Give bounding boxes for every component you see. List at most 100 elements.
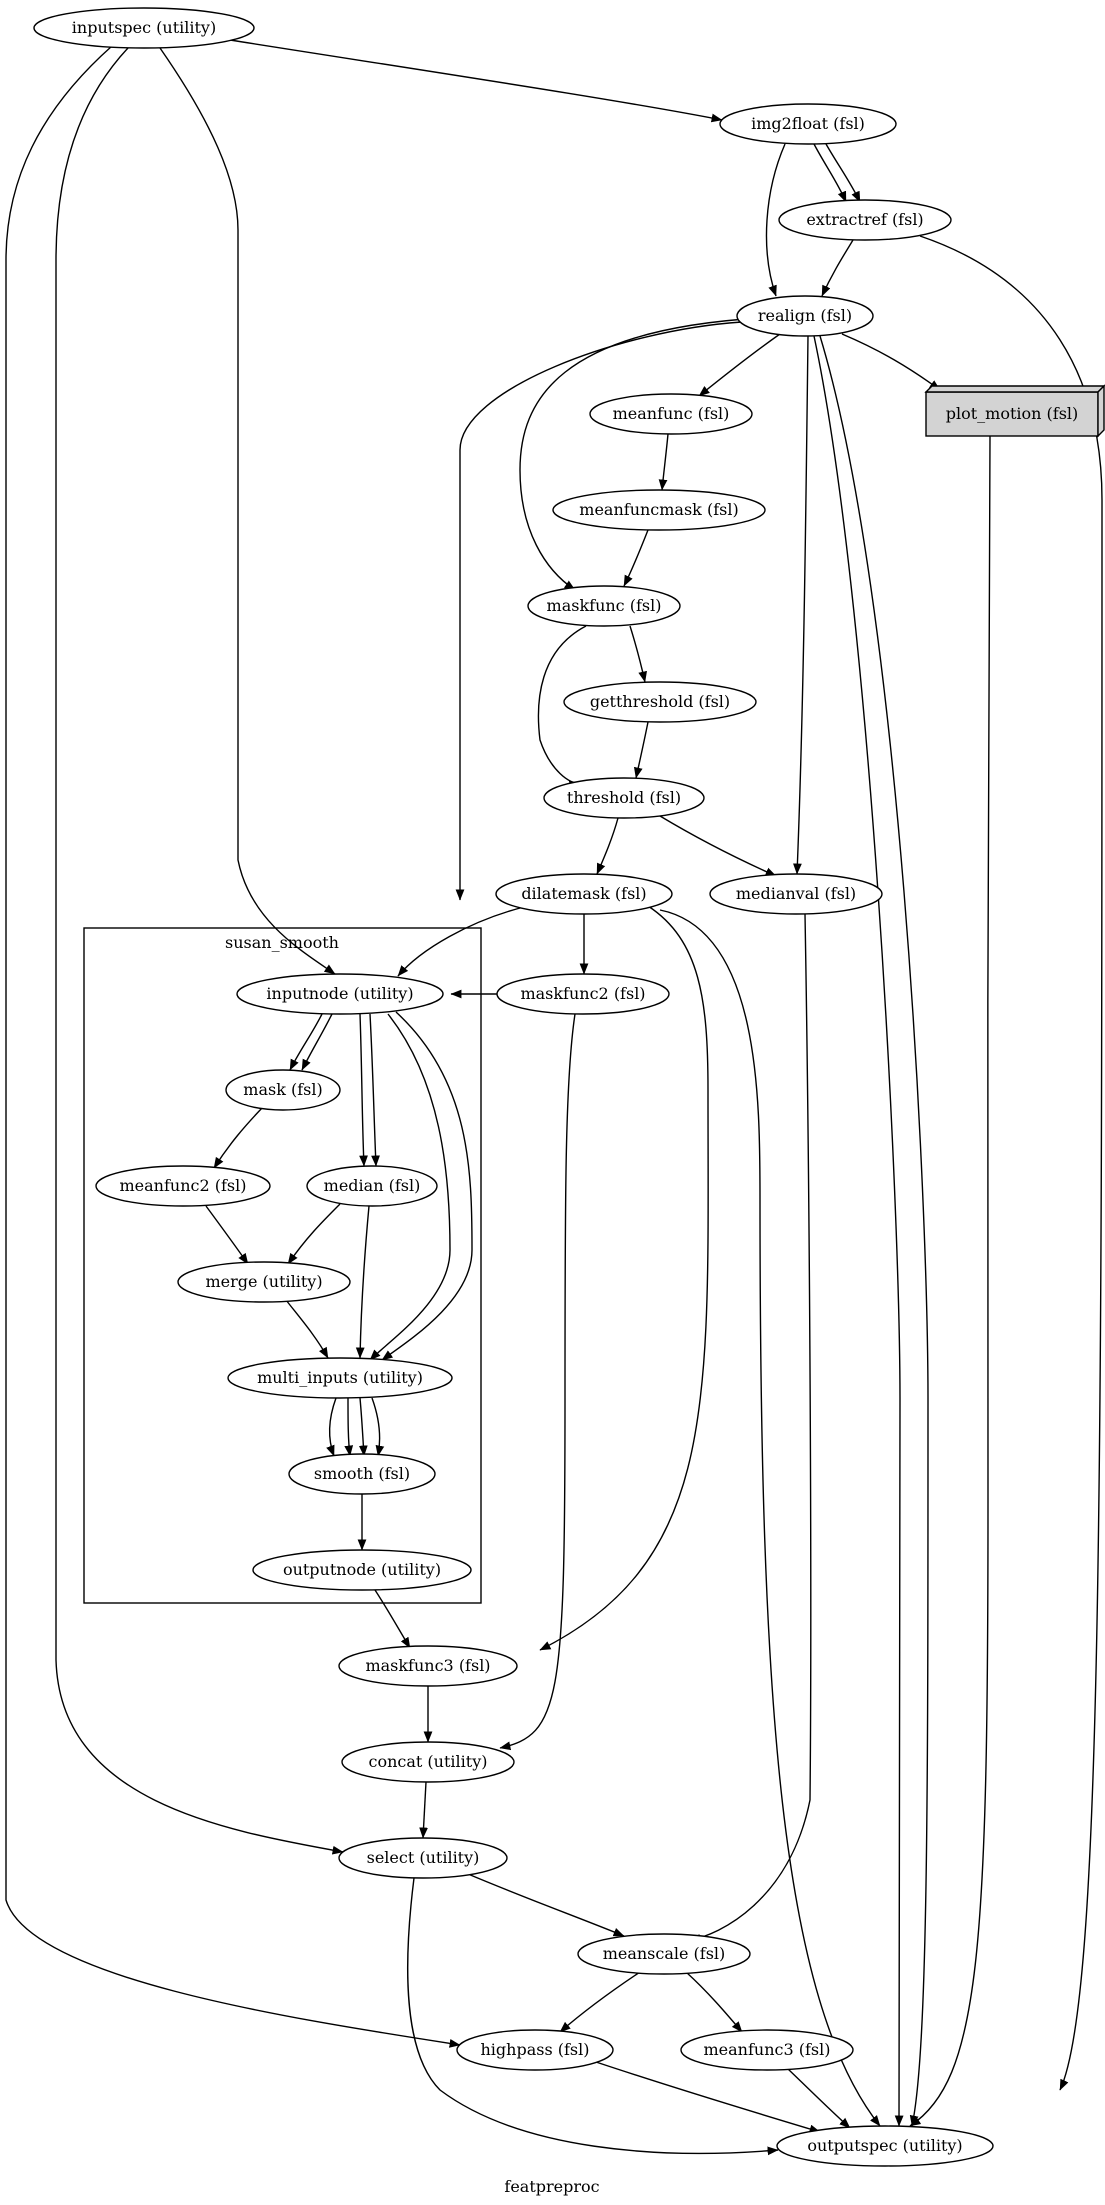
node-label: maskfunc3 (fsl) bbox=[365, 1656, 490, 1675]
box-node-side-face bbox=[1097, 384, 1105, 438]
node-label: maskfunc (fsl) bbox=[547, 596, 662, 615]
node-ellipse bbox=[227, 1357, 453, 1399]
node-label: dilatemask (fsl) bbox=[521, 884, 646, 903]
node-smooth: smooth (fsl) bbox=[288, 1453, 436, 1495]
node-plot-motion: plot_motion (fsl) bbox=[924, 384, 1105, 438]
node-outputnode: outputnode (utility) bbox=[252, 1549, 472, 1591]
edge-inputspec-to-highpass bbox=[5, 45, 461, 2048]
edge-multi-inputs-to-smooth bbox=[326, 1397, 337, 1457]
node-label: outputspec (utility) bbox=[807, 2136, 962, 2155]
node-meanfunc2: meanfunc2 (fsl) bbox=[95, 1165, 271, 1207]
node-label: concat (utility) bbox=[369, 1752, 488, 1771]
node-ellipse bbox=[719, 103, 897, 145]
node-median: median (fsl) bbox=[306, 1165, 438, 1207]
node-ellipse bbox=[236, 973, 444, 1015]
edge-realign-to-outputspec bbox=[813, 335, 904, 2127]
edge-inputnode-to-median bbox=[359, 1013, 368, 1167]
node-meanscale: meanscale (fsl) bbox=[577, 1933, 751, 1975]
node-ellipse bbox=[543, 777, 705, 819]
edge-inputnode-to-mask bbox=[301, 1013, 333, 1071]
edge-inputspec-to-select bbox=[55, 47, 344, 1855]
edge-img2float-to-extractref bbox=[825, 143, 861, 203]
node-highpass: highpass (fsl) bbox=[456, 2029, 614, 2071]
node-label: meanfunc (fsl) bbox=[613, 404, 730, 423]
edge-realign-to-meanfunc bbox=[698, 333, 781, 397]
edge-median-to-multi-inputs bbox=[355, 1205, 370, 1359]
edge-realign-to-plot-motion bbox=[841, 333, 941, 391]
edge-meanfunc2-to-merge bbox=[205, 1205, 249, 1265]
node-img2float: img2float (fsl) bbox=[719, 103, 897, 145]
graph-title: featpreproc bbox=[504, 2177, 599, 2196]
edge-img2float-to-realign bbox=[765, 143, 786, 297]
edge-multi-inputs-to-smooth bbox=[344, 1397, 354, 1457]
node-ellipse bbox=[495, 873, 673, 915]
edge-realign-to-maskfunc bbox=[519, 317, 761, 591]
edge-realign-to-outputspec bbox=[819, 335, 929, 2127]
edge-highpass-to-outputspec bbox=[595, 2061, 821, 2134]
edge-meanfuncmask-to-maskfunc bbox=[623, 529, 649, 587]
edge-meanfunc3-to-outputspec bbox=[787, 2068, 851, 2129]
edge-concat-to-select bbox=[419, 1781, 428, 1839]
edge-multi-inputs-to-smooth bbox=[371, 1397, 385, 1457]
node-getthreshold: getthreshold (fsl) bbox=[563, 681, 757, 723]
edge-inputnode-to-multi-inputs bbox=[381, 1011, 473, 1361]
edge-inputspec-to-img2float bbox=[229, 39, 723, 123]
node-outputspec: outputspec (utility) bbox=[776, 2125, 994, 2167]
node-meanfunc3: meanfunc3 (fsl) bbox=[680, 2029, 854, 2071]
node-label: img2float (fsl) bbox=[751, 114, 865, 133]
node-inputspec: inputspec (utility) bbox=[33, 7, 255, 49]
node-label: multi_inputs (utility) bbox=[257, 1368, 423, 1387]
node-meanfunc: meanfunc (fsl) bbox=[589, 393, 753, 435]
node-ellipse bbox=[177, 1261, 351, 1303]
node-label: select (utility) bbox=[367, 1848, 480, 1867]
edge-meanfunc-to-meanfuncmask bbox=[658, 433, 669, 491]
edge-img2float-to-extractref bbox=[813, 143, 847, 203]
node-select: select (utility) bbox=[338, 1837, 508, 1879]
node-inputnode: inputnode (utility) bbox=[236, 973, 444, 1015]
node-label: smooth (fsl) bbox=[314, 1464, 410, 1483]
edge-maskfunc-to-threshold bbox=[537, 625, 587, 790]
edge-dilatemask-to-inputnode bbox=[397, 905, 529, 977]
box-node-top-face bbox=[924, 385, 1105, 393]
node-label: median (fsl) bbox=[324, 1176, 421, 1195]
node-ellipse bbox=[33, 7, 255, 49]
node-multi-inputs: multi_inputs (utility) bbox=[227, 1357, 453, 1399]
edge-outputnode-to-maskfunc3 bbox=[374, 1589, 411, 1649]
edge-meanscale-to-meanfunc3 bbox=[685, 1971, 743, 2033]
node-label: meanfunc2 (fsl) bbox=[120, 1176, 247, 1195]
node-ellipse bbox=[306, 1165, 438, 1207]
edge-dilatemask-to-maskfunc3 bbox=[539, 905, 709, 1651]
nodes-layer: inputspec (utility) img2float (fsl) extrac… bbox=[33, 7, 1105, 2167]
node-ellipse bbox=[338, 1645, 518, 1687]
node-ellipse bbox=[341, 1741, 515, 1783]
node-label: extractref (fsl) bbox=[806, 210, 923, 229]
edge-extractref-to-realign bbox=[821, 239, 854, 297]
node-realign: realign (fsl) bbox=[736, 295, 874, 337]
node-medianval: medianval (fsl) bbox=[709, 873, 883, 915]
edge-plot-motion-to-outputspec bbox=[909, 435, 991, 2127]
edge-merge-to-multi-inputs bbox=[285, 1299, 329, 1359]
node-label: medianval (fsl) bbox=[736, 884, 856, 903]
edges-layer bbox=[5, 39, 1103, 2156]
edge-maskfunc2-to-concat bbox=[499, 1013, 576, 1751]
node-label: meanfuncmask (fsl) bbox=[579, 500, 738, 519]
edge-getthreshold-to-threshold bbox=[633, 721, 649, 779]
edge-realign-to-medianval bbox=[793, 335, 809, 875]
node-maskfunc3: maskfunc3 (fsl) bbox=[338, 1645, 518, 1687]
node-ellipse bbox=[577, 1933, 751, 1975]
node-mask: mask (fsl) bbox=[225, 1069, 341, 1111]
node-label: outputnode (utility) bbox=[283, 1560, 441, 1579]
edge-realign-to-maskfunc2 bbox=[455, 321, 743, 901]
edge-medianval-to-meanscale bbox=[689, 913, 812, 1943]
node-ellipse bbox=[778, 199, 952, 241]
edge-maskfunc-to-getthreshold bbox=[629, 625, 647, 683]
cluster-label: susan_smooth bbox=[225, 933, 339, 952]
node-ellipse bbox=[496, 973, 670, 1015]
node-concat: concat (utility) bbox=[341, 1741, 515, 1783]
node-ellipse bbox=[338, 1837, 508, 1879]
node-ellipse bbox=[225, 1069, 341, 1111]
node-label: inputnode (utility) bbox=[266, 984, 413, 1003]
node-label: maskfunc2 (fsl) bbox=[520, 984, 645, 1003]
node-ellipse bbox=[95, 1165, 271, 1207]
